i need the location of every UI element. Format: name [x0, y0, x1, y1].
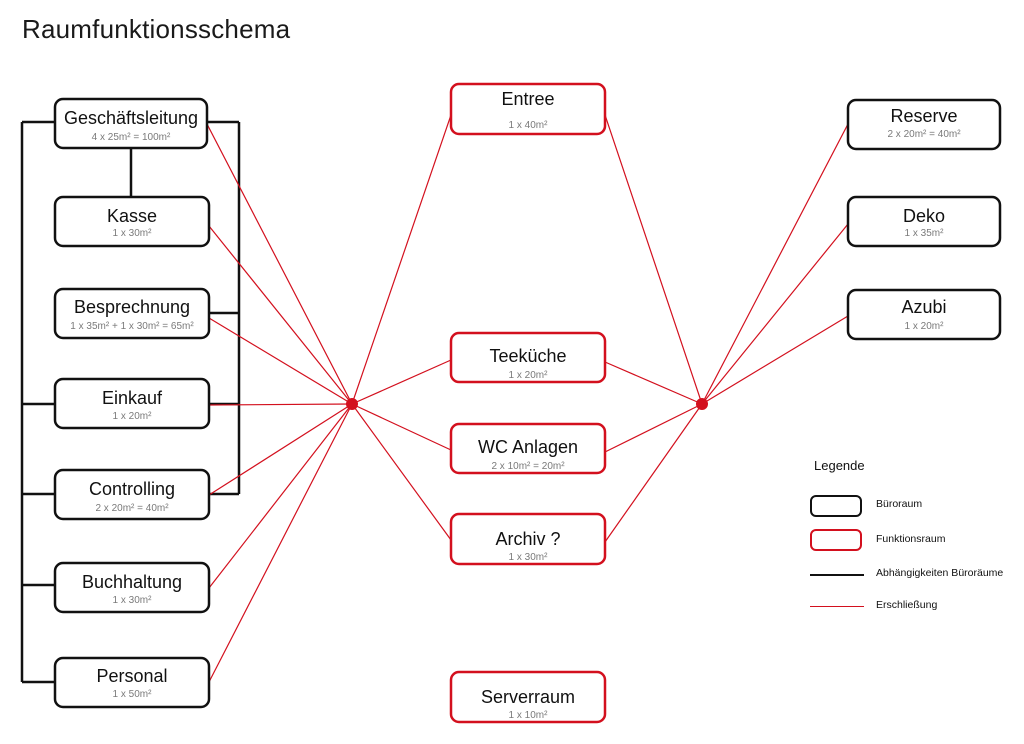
- room-area: 1 x 35m² + 1 x 30m² = 65m²: [70, 321, 194, 332]
- room-area: 1 x 30m²: [113, 228, 153, 239]
- room-name: Archiv ?: [495, 529, 560, 549]
- legend-function-room-label: Funktionsraum: [876, 533, 946, 545]
- function-room-wc-anlagen: WC Anlagen 2 x 10m² = 20m²: [449, 422, 607, 475]
- office-room-einkauf: Einkauf 1 x 20m²: [53, 377, 211, 430]
- room-name: WC Anlagen: [478, 437, 578, 457]
- office-room-reserve: Reserve 2 x 20m² = 40m²: [846, 98, 1002, 151]
- room-area: 2 x 10m² = 20m²: [491, 461, 565, 472]
- right-hub-node: [696, 398, 708, 410]
- legend-title: Legende: [814, 458, 865, 473]
- office-room-azubi: Azubi 1 x 20m²: [846, 288, 1002, 341]
- office-room-besprechnung: Besprechnung 1 x 35m² + 1 x 30m² = 65m²: [53, 287, 211, 340]
- room-area: 2 x 20m² = 40m²: [887, 129, 961, 140]
- room-name: Personal: [96, 666, 167, 686]
- office-room-personal: Personal 1 x 50m²: [53, 656, 211, 709]
- room-name: Buchhaltung: [82, 572, 182, 592]
- room-name: Reserve: [890, 106, 957, 126]
- room-name: Serverraum: [481, 687, 575, 707]
- legend-dependency-line: [810, 574, 864, 576]
- room-area: 1 x 20m²: [905, 321, 945, 332]
- room-name: Besprechnung: [74, 297, 190, 317]
- room-area: 1 x 10m²: [509, 710, 549, 721]
- legend-office-room-swatch: [810, 495, 862, 517]
- dependency-lines: [20, 120, 241, 684]
- room-area: 1 x 20m²: [509, 370, 549, 381]
- room-name: Kasse: [107, 206, 157, 226]
- room-area: 1 x 35m²: [905, 228, 945, 239]
- room-name: Geschäftsleitung: [64, 108, 198, 128]
- room-area: 1 x 20m²: [113, 411, 153, 422]
- legend-circulation-label: Erschließung: [876, 599, 938, 611]
- office-room-kasse: Kasse 1 x 30m²: [53, 195, 211, 248]
- office-room-deko: Deko 1 x 35m²: [846, 195, 1002, 248]
- office-room-controlling: Controlling 2 x 20m² = 40m²: [53, 468, 211, 521]
- room-area: 4 x 25m² = 100m²: [92, 132, 171, 143]
- room-area: 1 x 40m²: [509, 120, 549, 131]
- room-name: Controlling: [89, 479, 175, 499]
- function-room-archiv: Archiv ? 1 x 30m²: [449, 512, 607, 566]
- room-area: 1 x 50m²: [113, 689, 153, 700]
- circulation-lines: [206, 114, 849, 683]
- room-name: Teeküche: [489, 346, 566, 366]
- legend-function-room-swatch: [810, 529, 862, 551]
- room-name: Deko: [903, 206, 945, 226]
- room-area: 1 x 30m²: [113, 595, 153, 606]
- room-name: Entree: [501, 89, 554, 109]
- legend-dependency-label: Abhängigkeiten Büroräume: [876, 567, 1004, 579]
- legend-circulation-line: [810, 606, 864, 607]
- office-room-geschaeftsleitung: Geschäftsleitung 4 x 25m² = 100m²: [53, 97, 209, 150]
- room-area: 1 x 30m²: [509, 552, 549, 563]
- page-title: Raumfunktionsschema: [22, 14, 291, 44]
- left-hub-node: [346, 398, 358, 410]
- function-room-entree: Entree 1 x 40m²: [449, 82, 607, 136]
- legend-office-room-label: Büroraum: [876, 498, 923, 510]
- function-room-serverraum: Serverraum 1 x 10m²: [449, 670, 607, 724]
- room-area: 2 x 20m² = 40m²: [95, 503, 169, 514]
- function-room-teekueche: Teeküche 1 x 20m²: [449, 331, 607, 384]
- room-name: Einkauf: [102, 388, 163, 408]
- room-name: Azubi: [901, 297, 946, 317]
- office-room-buchhaltung: Buchhaltung 1 x 30m²: [53, 561, 211, 614]
